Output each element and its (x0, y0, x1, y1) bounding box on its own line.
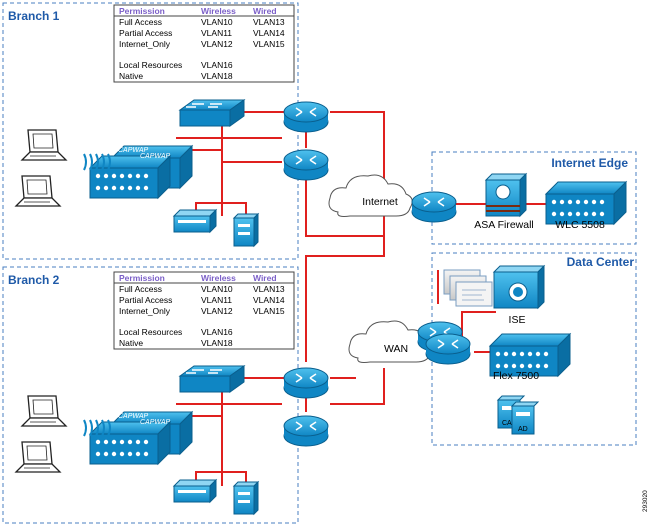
table-header-permission: Permission (119, 6, 165, 16)
data-center-title: Data Center (567, 255, 635, 269)
table-cell: Full Access (119, 284, 162, 294)
table-cell: Local Resources (119, 327, 182, 337)
vlan-table-branch2: Permission Wireless Wired Full Access VL… (113, 271, 295, 350)
table-cell: VLAN10 (201, 17, 233, 27)
table-header-wired: Wired (253, 6, 277, 16)
laptop-icon (15, 441, 61, 473)
wlc-label: WLC 5508 (555, 219, 605, 231)
laptop-icon (15, 175, 61, 207)
table-cell: Full Access (119, 17, 162, 27)
flex-label: Flex 7500 (493, 370, 539, 382)
asa-firewall-icon (484, 172, 528, 218)
branch2-ap-icon (89, 421, 171, 465)
internet-edge-title: Internet Edge (551, 156, 628, 170)
table-cell: Internet_Only (119, 306, 171, 316)
table-cell: VLAN10 (201, 284, 233, 294)
table-header-permission: Permission (119, 273, 165, 283)
tablet-icon (21, 129, 67, 161)
branch2-switch-icon (179, 365, 245, 393)
wan-router-icon (425, 333, 471, 365)
table-cell: VLAN16 (201, 60, 233, 70)
table-cell: Internet_Only (119, 39, 171, 49)
asa-firewall-label: ASA Firewall (474, 219, 534, 231)
table-cell: VLAN13 (253, 17, 285, 27)
table-cell: VLAN18 (201, 71, 233, 81)
table-cell: Partial Access (119, 295, 172, 305)
branch2-title: Branch 2 (8, 273, 60, 287)
branch1-router-icon (283, 149, 329, 181)
figure-id: 293020 (642, 490, 649, 512)
branch1-title: Branch 1 (8, 9, 60, 23)
vlan-table-branch1: Permission Wireless Wired Full Access VL… (113, 4, 295, 83)
ad-server-icon (510, 401, 540, 435)
ad-label: AD (518, 426, 528, 433)
table-cell: VLAN11 (201, 28, 232, 38)
table-cell: VLAN16 (201, 327, 233, 337)
branch1-router-icon (283, 101, 329, 133)
branch2-router-icon (283, 367, 329, 399)
ip-phone-icon (173, 209, 217, 233)
ise-server-icon (492, 264, 546, 310)
printer-icon (233, 481, 259, 515)
internet-label: Internet (362, 196, 398, 208)
table-cell: Partial Access (119, 28, 172, 38)
tablet-icon (21, 395, 67, 427)
printer-icon (233, 213, 259, 247)
capwap-label: CAPWAP (118, 413, 149, 420)
ca-label: CA (502, 420, 512, 427)
table-header-wired: Wired (253, 273, 277, 283)
table-cell: VLAN18 (201, 338, 233, 348)
capwap-label: CAPWAP (118, 147, 149, 154)
wlc-icon (545, 181, 627, 225)
table-cell: Native (119, 71, 143, 81)
table-cell: VLAN13 (253, 284, 285, 294)
capwap-label: CAPWAP (140, 419, 171, 426)
branch1-ap-icon (89, 155, 171, 199)
table-cell: Native (119, 338, 143, 348)
ise-label: ISE (509, 314, 526, 326)
edge-router-icon (411, 191, 457, 223)
table-cell: VLAN15 (253, 306, 285, 316)
table-cell: VLAN14 (253, 295, 285, 305)
table-cell: VLAN12 (201, 306, 233, 316)
wan-label: WAN (384, 343, 408, 355)
table-cell: VLAN12 (201, 39, 233, 49)
table-cell: VLAN14 (253, 28, 285, 38)
table-cell: Local Resources (119, 60, 182, 70)
ip-phone-icon (173, 479, 217, 503)
capwap-label: CAPWAP (140, 153, 171, 160)
branch2-router-icon (283, 415, 329, 447)
table-cell: VLAN11 (201, 295, 232, 305)
table-header-wireless: Wireless (201, 273, 236, 283)
table-header-wireless: Wireless (201, 6, 236, 16)
certificate-icon (443, 269, 493, 307)
branch1-switch-icon (179, 99, 245, 127)
table-cell: VLAN15 (253, 39, 285, 49)
